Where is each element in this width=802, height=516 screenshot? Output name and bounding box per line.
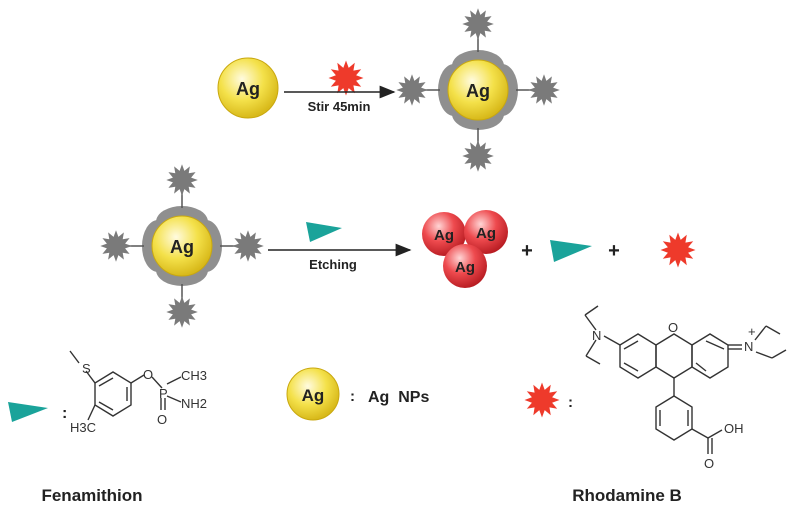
adsorbed-dye-icon <box>100 230 132 262</box>
sun-icon <box>328 60 364 96</box>
ag-core <box>151 215 213 277</box>
rhodamine-b-structure <box>584 305 787 454</box>
ag-label: Ag <box>455 259 475 276</box>
adsorbed-dye-icon <box>166 296 198 328</box>
rhodamine-caption: Rhodamine B <box>572 486 682 505</box>
atom-o-double: O <box>157 412 167 427</box>
legend-separator: : <box>568 394 573 411</box>
atom-n-plus: N <box>744 339 753 354</box>
ag-label: Ag <box>302 386 325 405</box>
fenamithion-caption: Fenamithion <box>41 486 142 505</box>
sun-icon <box>660 232 696 268</box>
atom-o-ring: O <box>668 320 678 335</box>
adsorbed-dye-icon <box>462 8 494 40</box>
adsorbed-dye-icon <box>462 140 494 172</box>
adsorbed-dye-icon <box>232 230 264 262</box>
ag-core <box>447 59 509 121</box>
fenamithion-structure <box>69 350 182 421</box>
ag-label: Ag <box>476 225 496 242</box>
step1-condition: Stir 45min <box>308 99 371 114</box>
ag-np-bare: Ag <box>217 57 279 119</box>
sun-rays <box>328 60 364 96</box>
ag-label: Ag <box>236 79 260 99</box>
group-ch3: CH3 <box>181 368 207 383</box>
legend-separator: : <box>350 388 355 405</box>
sun-rays <box>524 382 560 418</box>
fenamithion-wedge-icon <box>550 240 592 262</box>
adsorbed-dye-icon <box>396 74 428 106</box>
ag-np-with-dye-shell: Ag <box>396 8 560 172</box>
group-nh2: NH2 <box>181 396 207 411</box>
fenamithion-wedge-icon <box>8 402 48 422</box>
adsorbed-dye-icon <box>528 74 560 106</box>
sun-icon <box>524 382 560 418</box>
atom-o-carbonyl: O <box>704 456 714 471</box>
legend-separator: : <box>62 405 67 422</box>
atom-s: S <box>82 361 91 376</box>
charge-plus: + <box>748 324 756 339</box>
ag-np-legend: Ag <box>286 367 340 421</box>
plus-sign-2: + <box>608 240 620 262</box>
rhodamine-symbol-top <box>318 58 364 98</box>
group-oh: OH <box>724 421 744 436</box>
ag-label: Ag <box>466 81 490 101</box>
step2-condition: Etching <box>309 257 357 272</box>
legend-ag-nps: Ag NPs <box>368 389 429 406</box>
atom-p: P <box>159 386 168 401</box>
ag-np-aggregate: Ag Ag Ag <box>422 210 508 288</box>
plus-sign-1: + <box>521 240 533 262</box>
group-h3c: H3C <box>70 420 96 435</box>
sun-rays <box>660 232 696 268</box>
ag-label: Ag <box>170 237 194 257</box>
adsorbed-dye-icon <box>166 164 198 196</box>
ag-label: Ag <box>434 227 454 244</box>
rhodamine-symbol-legend <box>516 380 560 420</box>
rhodamine-symbol-released <box>650 230 696 270</box>
fenamithion-wedge-icon <box>306 222 342 242</box>
atom-o: O <box>143 367 153 382</box>
atom-n-left: N <box>592 328 601 343</box>
ag-np-with-dye-shell-2: Ag <box>100 164 264 328</box>
